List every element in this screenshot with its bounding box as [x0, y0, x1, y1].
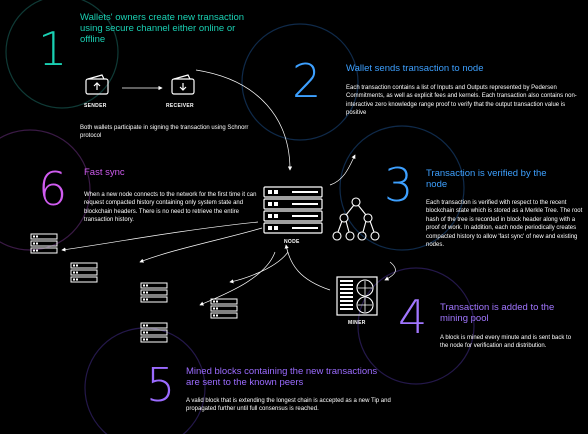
- receiver-wallet-icon: [171, 74, 195, 95]
- step3-title: Transaction is verified by the node: [426, 168, 547, 190]
- arrow-node-to-peer-left: [139, 227, 263, 263]
- step2-title: Wallet sends transaction to node: [346, 63, 484, 74]
- step3-text: Each transaction is verified with respec…: [426, 200, 583, 249]
- arrow-node-to-peer-right: [229, 251, 289, 284]
- node-label: NODE: [284, 239, 300, 245]
- step6-title: Fast sync: [84, 167, 125, 178]
- peer-server-icon: [30, 233, 58, 254]
- node-server-icon: [263, 186, 323, 234]
- step5-number: 5: [146, 358, 176, 412]
- step5-title: Mined blocks containing the new transact…: [186, 366, 378, 388]
- sender-label: SENDER: [84, 103, 107, 109]
- step2-circle: [241, 23, 359, 141]
- step1-title: Wallets' owners create new transaction u…: [80, 12, 245, 45]
- miner-icon: [336, 276, 378, 316]
- step2-text: Each transaction contains a list of Inpu…: [346, 85, 577, 117]
- step6-circle: [0, 129, 91, 251]
- peer-server-icon: [140, 322, 168, 343]
- step6-number: 6: [38, 162, 68, 216]
- arrow-node-to-peer-center: [199, 251, 276, 306]
- step2-number: 2: [292, 54, 322, 108]
- arrow-node-to-miner: [384, 261, 396, 281]
- arrow-wallet-to-node: [195, 69, 293, 171]
- peer-server-icon: [140, 282, 168, 303]
- step4-title: Transaction is added to the mining pool: [440, 302, 555, 324]
- arrow-node-to-verify: [329, 154, 356, 186]
- step6-text: When a new node connects to the network …: [84, 192, 257, 224]
- arrow-miner-to-node: [284, 244, 331, 291]
- arrow-node-to-fastsync: [61, 221, 259, 252]
- step1-number: 1: [38, 22, 68, 76]
- peer-server-icon: [210, 298, 238, 319]
- step3-circle: [339, 125, 465, 251]
- sender-wallet-icon: [85, 74, 109, 95]
- receiver-label: RECEIVER: [166, 103, 194, 109]
- step3-number: 3: [384, 158, 414, 212]
- step4-number: 4: [398, 290, 428, 344]
- step4-text: A block is mined every minute and is sen…: [440, 335, 572, 350]
- step4-circle: [357, 267, 475, 385]
- merkle-tree-icon: [332, 197, 380, 241]
- step5-text: A valid block that is extending the long…: [186, 398, 391, 413]
- miner-label: MINER: [348, 320, 366, 326]
- step1-text: Both wallets participate in signing the …: [80, 125, 249, 140]
- step1-circle: [5, 0, 119, 109]
- peer-server-icon: [70, 262, 98, 283]
